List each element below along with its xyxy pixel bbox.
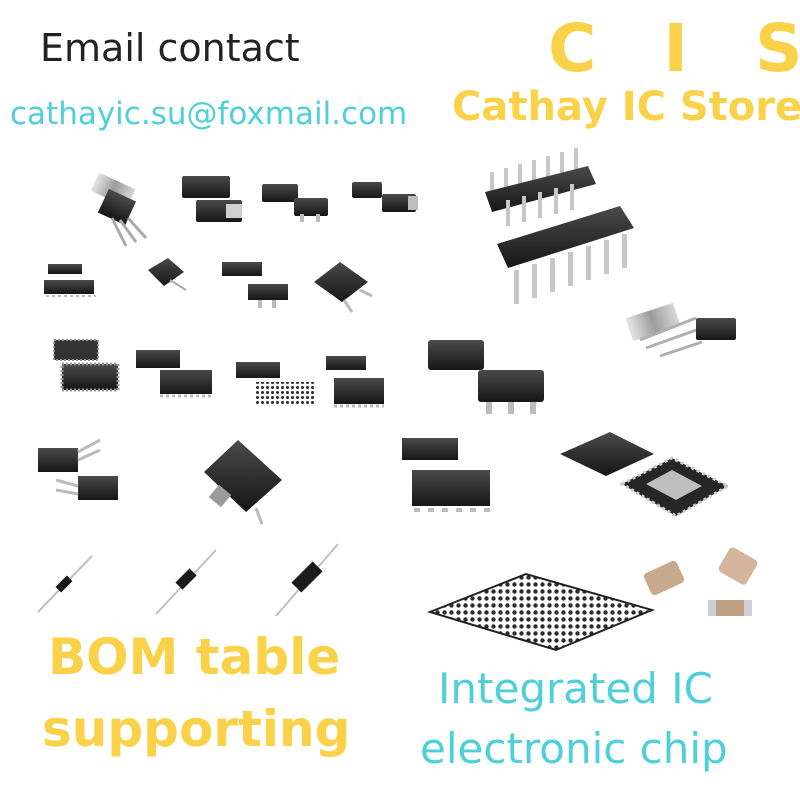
- qfp-chip-icon: [53, 339, 120, 392]
- tagline-line1: Integrated IC: [438, 664, 714, 713]
- sot89b-chip-icon: [428, 340, 544, 414]
- bom-heading-line1: BOM table: [48, 628, 341, 686]
- dip14-chip-icon: [485, 148, 634, 304]
- smd-capacitor-icon: [643, 547, 758, 616]
- sot223-chip-icon: [182, 176, 242, 222]
- axial-diode-icon: [37, 543, 339, 617]
- tssop-chip-icon: [136, 350, 212, 398]
- sop8-chip-icon: [44, 264, 96, 297]
- sot223b-chip-icon: [222, 262, 288, 308]
- to220-formed-icon: [38, 438, 118, 500]
- d2pak-chip-icon: [204, 440, 282, 525]
- bom-heading-line2: supporting: [42, 700, 351, 758]
- email-contact-heading: Email contact: [40, 26, 300, 70]
- brand-short-name: C I S: [548, 10, 800, 87]
- msop-chip-icon: [326, 356, 384, 408]
- sot89-chip-icon: [314, 262, 373, 313]
- tagline-line2: electronic chip: [420, 724, 728, 773]
- soic8-chip-icon: [402, 438, 490, 512]
- email-link[interactable]: cathayic.su@foxmail.com: [10, 96, 408, 132]
- dpak-chip-icon: [148, 258, 187, 291]
- bga-small-chip-icon: [236, 362, 314, 406]
- sot23-chip-icon: [262, 184, 328, 222]
- do214-diode-icon: [352, 182, 418, 212]
- qfn-chip-icon: [560, 432, 732, 518]
- to220-transistor-icon: [90, 172, 148, 247]
- to92-transistor-icon: [625, 302, 736, 358]
- brand-store-name: Cathay IC Store: [452, 84, 800, 130]
- bga-large-chip-icon: [426, 572, 656, 652]
